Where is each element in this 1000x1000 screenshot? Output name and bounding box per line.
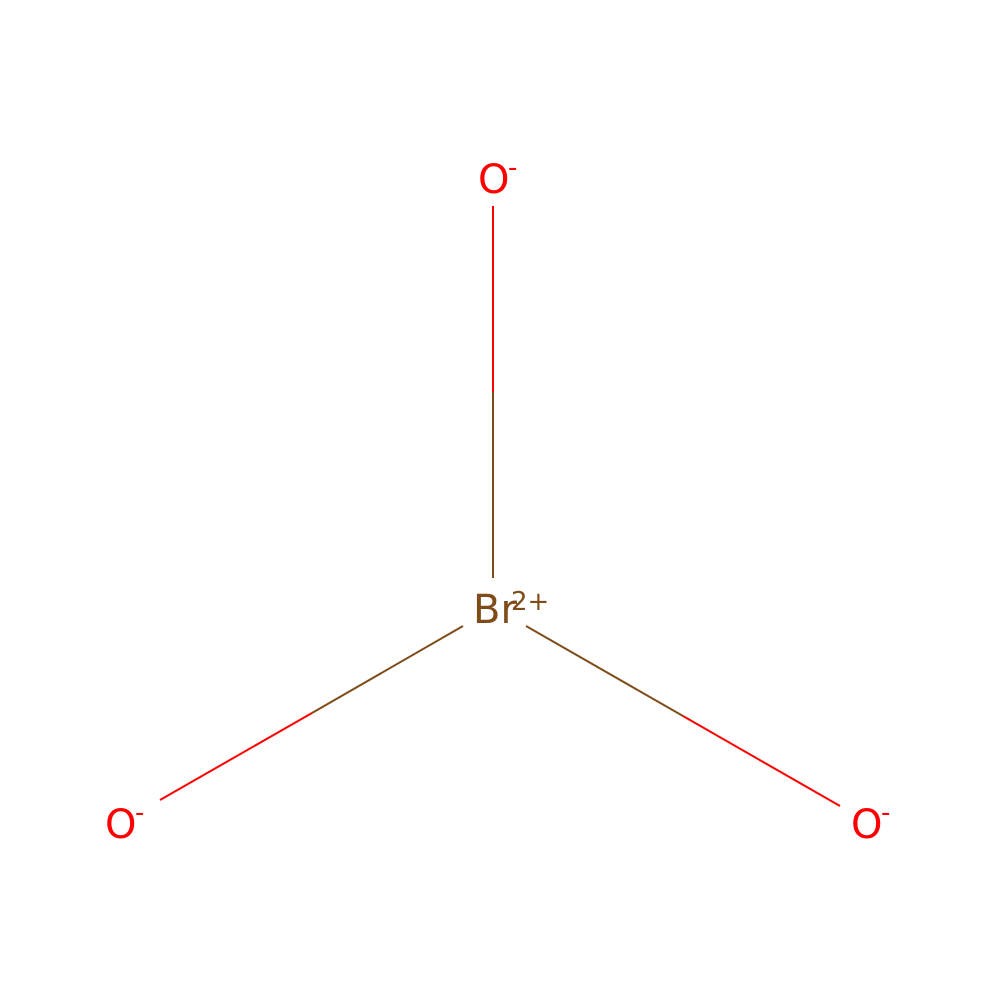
- bond-br-o-left: [159, 625, 464, 801]
- bond-br-o-right-bromine-half: [525, 625, 684, 717]
- atom-oxygen-right: O -: [851, 798, 890, 848]
- bond-br-o-right-oxygen-half: [682, 715, 841, 807]
- bond-br-o-right: [525, 625, 841, 807]
- atom-oxygen-left-charge: -: [135, 798, 144, 828]
- atom-oxygen-top: O -: [478, 153, 517, 203]
- atom-bromine: Br 2+: [473, 587, 549, 633]
- bond-br-o-left-bromine-half: [311, 625, 464, 714]
- atom-oxygen-top-charge: -: [508, 153, 517, 183]
- atom-oxygen-left: O -: [105, 798, 144, 848]
- atom-oxygen-left-symbol: O: [105, 802, 136, 848]
- atom-bromine-charge: 2+: [511, 587, 549, 617]
- bond-br-o-left-oxygen-half: [159, 712, 313, 801]
- atom-oxygen-right-symbol: O: [851, 802, 882, 848]
- atom-oxygen-top-symbol: O: [478, 157, 509, 203]
- atom-bromine-symbol: Br: [473, 587, 517, 633]
- atom-oxygen-right-charge: -: [881, 798, 890, 828]
